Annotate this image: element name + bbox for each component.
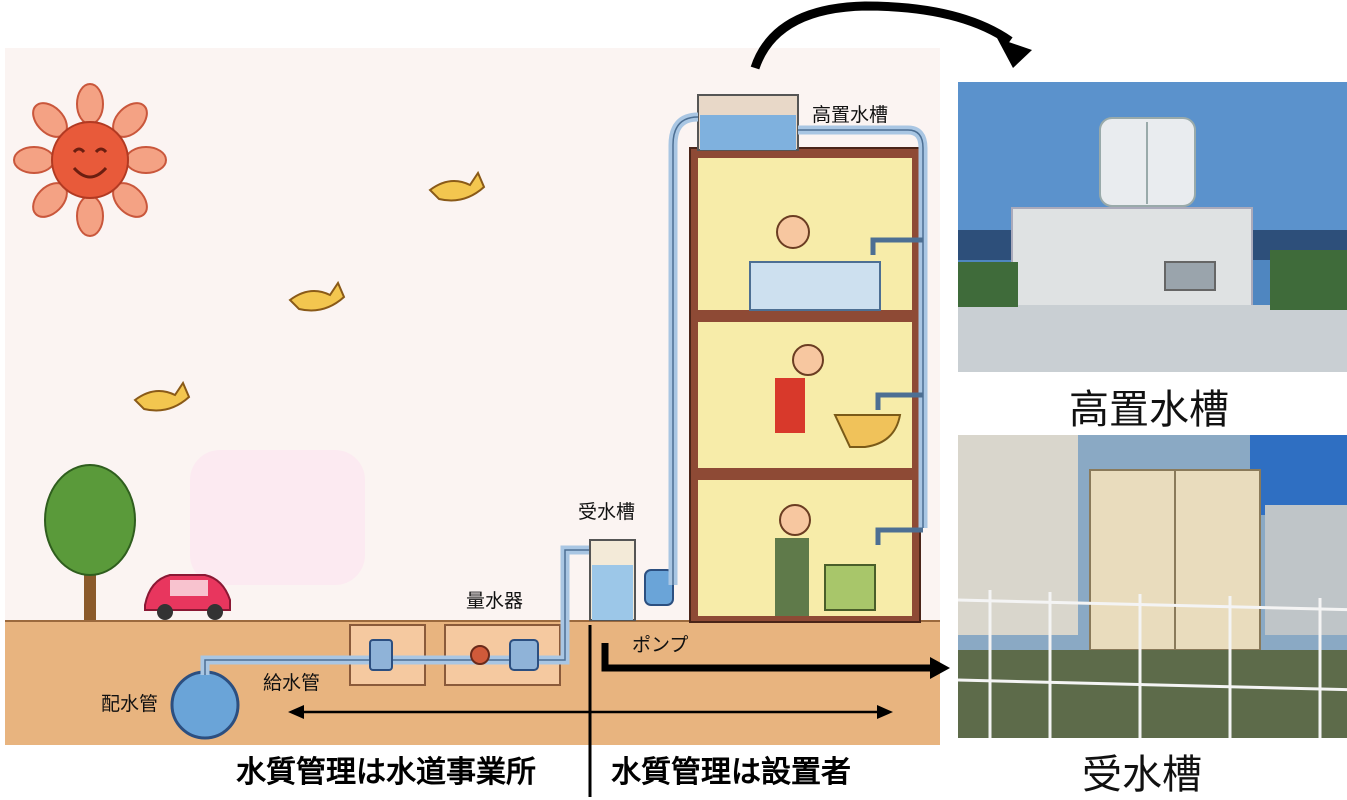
receiving-tank-photo [957,435,1347,738]
sun-icon [13,83,167,237]
pump-label: ポンプ [632,634,689,656]
supply-pipe-label: 給水管 [263,672,321,694]
responsibility-right: 水質管理は設置者 [611,755,851,790]
water-meter-icon [509,639,539,671]
curved-arrow [750,1,1013,70]
distribution-pipe-icon [170,670,240,740]
elevated-tank-photo [958,82,1347,372]
elevated-tank-icon [697,94,799,151]
receiving-tank-label: 受水槽 [578,501,636,523]
water-meter-label: 量水器 [466,590,524,612]
elevated-tank-label: 高置水槽 [812,104,889,126]
faucet-icon [875,527,923,545]
faucet-icon [875,392,923,410]
car-icon [144,574,231,620]
building-icon [689,147,921,623]
responsibility-left: 水質管理は水道事業所 [236,755,536,790]
faucet-icon [870,237,923,255]
receiving-tank-icon [589,539,636,621]
pump-icon [644,569,674,606]
receiving-tank-caption: 受水槽 [1082,752,1202,798]
bird-icon [133,170,486,412]
tree-icon [44,464,136,620]
distribution-pipe-label: 配水管 [101,693,159,715]
pump-photo-arrow [601,643,935,672]
elevated-tank-caption: 高置水槽 [1069,387,1229,433]
